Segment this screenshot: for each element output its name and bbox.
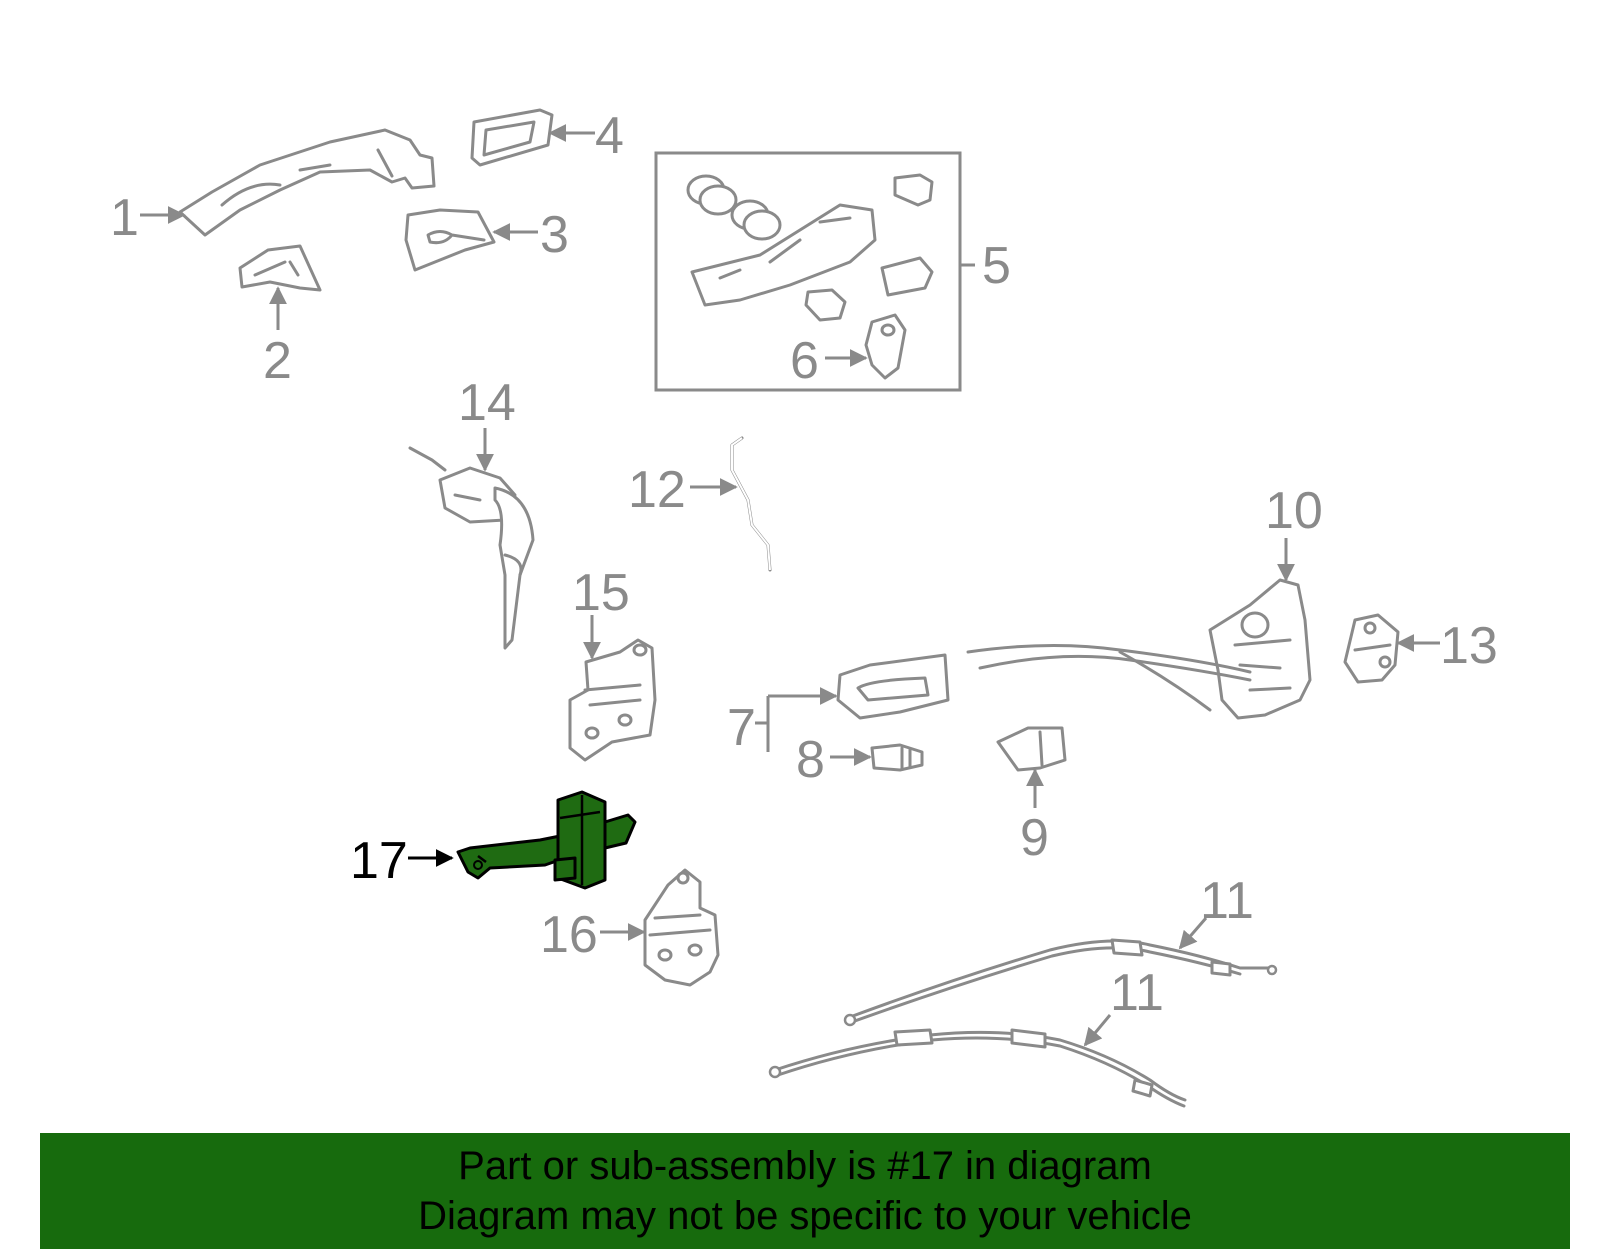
part-7-inside-handle[interactable] (836, 653, 950, 720)
callout-1: 1 (110, 189, 139, 247)
leader-11b (1083, 1014, 1112, 1047)
part-15-hinge[interactable] (568, 638, 657, 762)
part-5-frame-kit[interactable] (654, 151, 962, 392)
part-4-gasket[interactable] (470, 108, 554, 167)
part-11-cable-upper[interactable] (843, 938, 1278, 1027)
callout-11b: 11 (1110, 964, 1164, 1022)
part-11-cable-lower[interactable] (768, 1028, 1187, 1108)
callout-5: 5 (982, 237, 1011, 295)
callout-16: 16 (540, 906, 598, 964)
part-8-screw[interactable] (870, 743, 924, 772)
callout-9: 9 (1020, 809, 1049, 867)
callout-3: 3 (540, 206, 569, 264)
banner-line-2: Diagram may not be specific to your vehi… (418, 1194, 1192, 1238)
part-10-door-lock[interactable] (966, 578, 1312, 720)
part-2-handle-cover[interactable] (238, 244, 322, 292)
callout-2: 2 (263, 332, 292, 390)
callout-8: 8 (796, 731, 825, 789)
callout-6: 6 (790, 332, 819, 390)
callout-11a: 11 (1200, 872, 1254, 930)
callout-12: 12 (628, 461, 686, 519)
part-17-door-check[interactable] (456, 790, 637, 890)
part-1-outer-handle[interactable] (178, 128, 436, 237)
part-13-striker[interactable] (1343, 613, 1400, 684)
info-banner: Part or sub-assembly is #17 in diagram D… (40, 1133, 1570, 1249)
callout-15: 15 (572, 564, 630, 622)
leader-11a (1178, 917, 1208, 950)
part-14-lock-cylinder[interactable] (408, 446, 535, 650)
callout-14: 14 (458, 374, 516, 432)
part-16-lower-hinge[interactable] (643, 868, 720, 987)
part-9-bezel[interactable] (996, 726, 1067, 772)
part-12-lock-rod[interactable] (730, 436, 772, 572)
callout-4: 4 (595, 107, 624, 165)
part-3-handle-cap[interactable] (404, 208, 496, 272)
banner-line-1: Part or sub-assembly is #17 in diagram (458, 1144, 1152, 1188)
part-6-cap[interactable] (864, 313, 907, 380)
callout-10: 10 (1265, 482, 1323, 540)
callout-13: 13 (1440, 617, 1498, 675)
callout-7: 7 (727, 699, 756, 757)
callout-17: 17 (350, 832, 408, 890)
